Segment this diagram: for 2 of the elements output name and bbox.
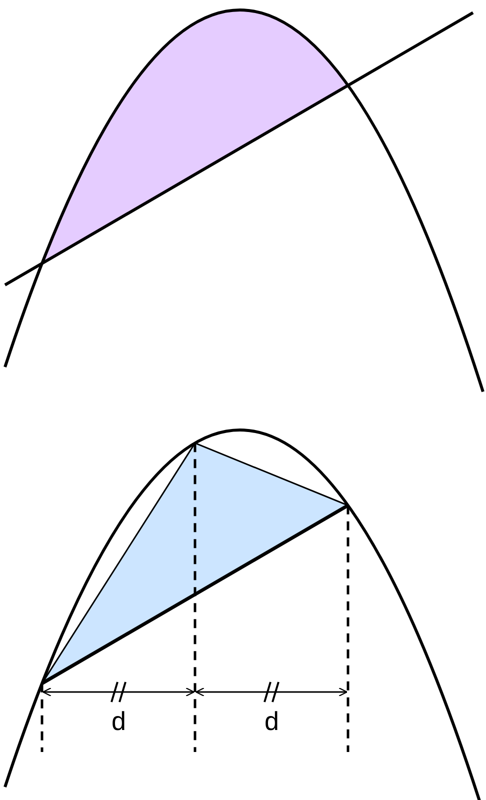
dimension-label: d [112,708,126,734]
dimension-label: d [264,708,279,734]
